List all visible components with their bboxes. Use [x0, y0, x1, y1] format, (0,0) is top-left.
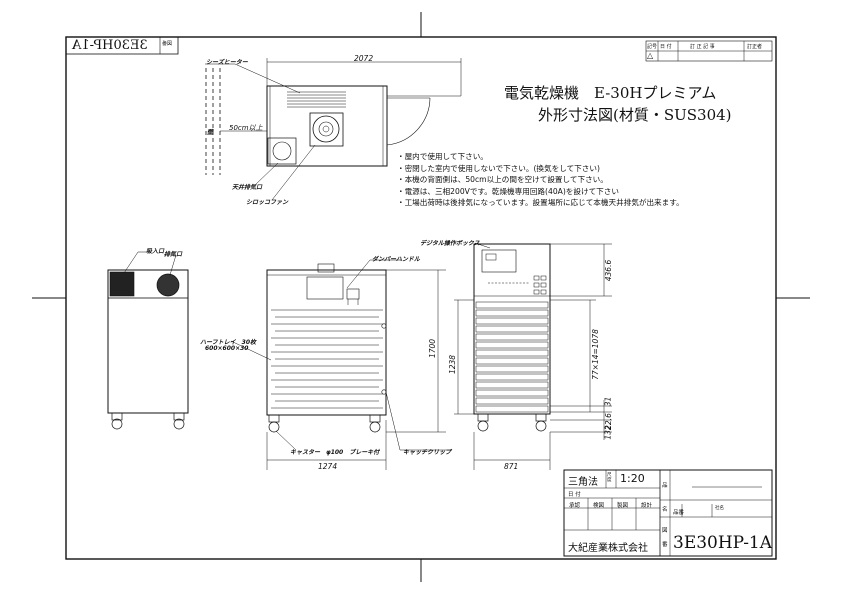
wall-label: 壁 — [207, 129, 214, 136]
drawing-label: 図 — [662, 528, 668, 534]
role-approve: 承認 — [569, 503, 581, 509]
depth-dimension: 871 — [504, 462, 519, 471]
heater-label: シーズヒーター — [206, 59, 248, 66]
drawing-number: 3E30HP-1A — [673, 533, 773, 553]
caster-label: キャスター φ100 ブレーキ付 — [290, 449, 380, 456]
tray-label: ハーフトレイ 30枚 — [200, 339, 256, 346]
fan-label: シロッコファン — [246, 199, 289, 206]
panel-height-dimension: 436.6 — [604, 259, 614, 282]
drawing-subtitle: 外形寸法図(材質・SUS304) — [538, 106, 732, 124]
ceiling-exhaust-label: 天井排気口 — [232, 184, 263, 191]
intake-label: 吸入口 — [146, 248, 165, 255]
tray-pitch-dimension: 77×14=1078 — [590, 329, 600, 380]
part-number-label: 品番 — [673, 510, 685, 516]
role-check: 検図 — [593, 503, 605, 509]
revision-header-date: 日 付 — [660, 44, 672, 50]
control-box-label: デジタル操作ボックス — [420, 240, 480, 247]
date-label: 日 付 — [568, 492, 581, 498]
role-design: 設計 — [641, 503, 653, 509]
damper-handle-label: ダンパーハンドル — [372, 256, 420, 263]
drawing-title: 電気乾燥機 E-30Hプレミアム — [504, 84, 717, 102]
scale-value: 1:20 — [620, 472, 645, 485]
revision-header-editor: 訂正者 — [747, 44, 763, 50]
corner-drawing-number: 3E30HP-1A — [72, 38, 148, 53]
number-label: 番 — [662, 542, 668, 548]
role-draw: 製図 — [617, 503, 629, 509]
revision-symbol-icon: △ — [647, 51, 654, 60]
revision-header-symbol: 記号 — [647, 44, 658, 50]
note-item: ・密閉した室内で使用しないで下さい。(換気をして下さい) — [397, 163, 600, 173]
note-item: ・本機の背面側は、50cm以上の間を空けて設置して下さい。 — [397, 175, 608, 185]
plan-width-dimension: 2072 — [354, 54, 374, 63]
tray-size-label: 600×600×30 — [205, 345, 249, 352]
note-item: ・電源は、三相200Vです。乾燥機専用回路(40A)を設けて下さい — [397, 186, 619, 196]
dimension-132: 132 — [603, 425, 613, 440]
front-width-dimension: 1274 — [318, 462, 338, 471]
inner-height-dimension: 1238 — [448, 354, 458, 375]
note-item: ・屋内で使用して下さい。 — [397, 152, 488, 161]
company-name: 大紀産業株式会社 — [568, 543, 648, 554]
projection-method: 三角法 — [568, 477, 598, 488]
corner-drawing-label: 図番 — [162, 41, 173, 47]
dimension-31: 31 — [603, 396, 613, 407]
clearance-dimension: 50cm以上 — [229, 124, 263, 132]
note-item: ・工場出荷時は後排気になっています。設置場所に応じて本機天井排気が出来ます。 — [397, 198, 684, 208]
notes-block: ・屋内で使用して下さい。 ・密閉した室内で使用しないで下さい。(換気をして下さい… — [397, 151, 684, 209]
name-label: 名 — [662, 507, 668, 513]
catch-clip-label: キャッチクリップ — [403, 449, 452, 456]
exhaust-label: 排気口 — [164, 251, 183, 258]
revision-header-note: 訂 正 記 事 — [690, 44, 715, 50]
scale-label: 尺度 — [607, 473, 612, 483]
item-label: 品 — [662, 483, 668, 489]
company-field-label: 社名 — [715, 506, 724, 511]
front-height-dimension: 1700 — [428, 338, 438, 359]
